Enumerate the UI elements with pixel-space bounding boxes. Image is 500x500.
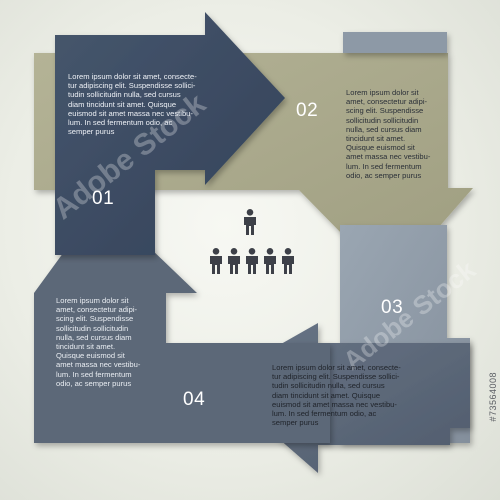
leader-person-icon [244, 209, 256, 235]
step-04-left-arrow-shape [34, 201, 330, 443]
team-person-icon [282, 248, 294, 274]
stock-id: #73564008 [488, 372, 498, 422]
step-04-text: Lorem ipsum dolor sit amet, consectetur … [56, 296, 141, 388]
team-person-icon [264, 248, 276, 274]
step-03-text: Lorem ipsum dolor sit amet, consecte- tu… [272, 363, 401, 428]
team-person-icon [228, 248, 240, 274]
step-02-number: 02 [296, 100, 319, 121]
team-person-icon [210, 248, 222, 274]
step-02-text: Lorem ipsum dolor sit amet, consectetur … [346, 88, 431, 180]
team-person-icon [246, 248, 258, 274]
step-03-number: 03 [381, 297, 404, 318]
step-01-text: Lorem ipsum dolor sit amet, consecte- tu… [68, 72, 197, 137]
step-01-number: 01 [92, 188, 115, 209]
step-04-number: 04 [183, 389, 206, 410]
step-01-arrow-shape [55, 12, 285, 255]
